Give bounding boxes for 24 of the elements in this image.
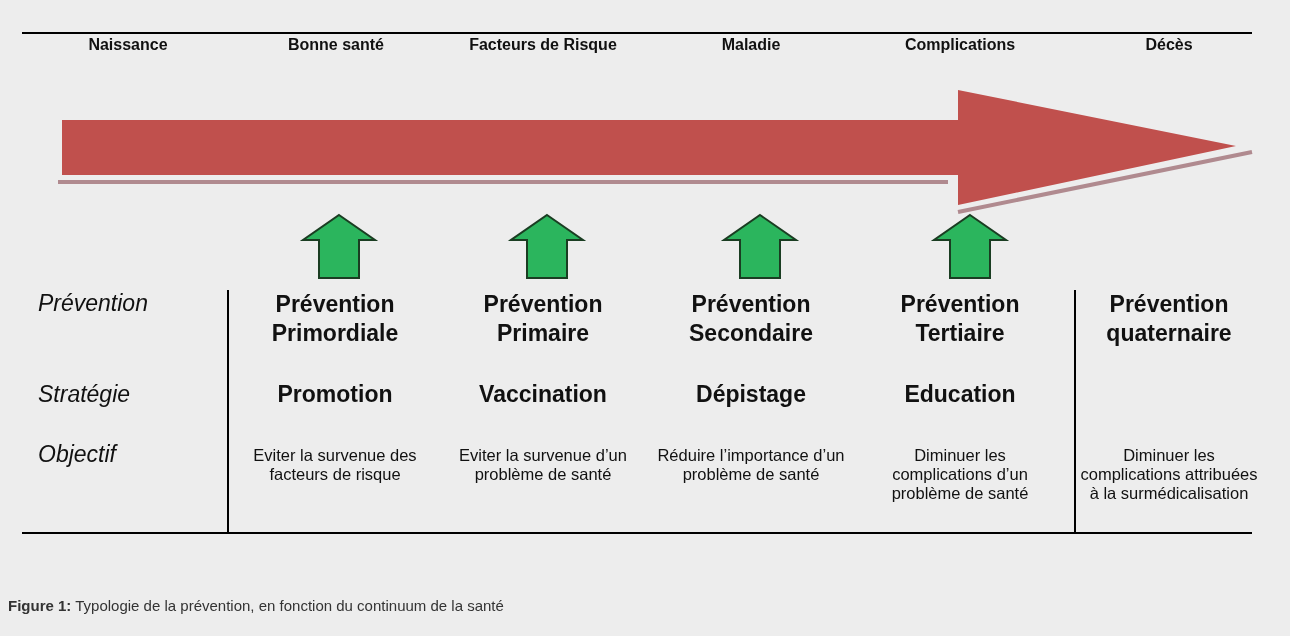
stage-label: Décès bbox=[1144, 35, 1194, 54]
stage-label: Facteurs de Risque bbox=[468, 35, 618, 54]
prevention-type: Prévention quaternaire bbox=[1105, 290, 1233, 348]
objective-text: Réduire l’importance d’un problème de santé bbox=[656, 446, 846, 484]
row-label: Objectif bbox=[38, 441, 119, 468]
objective-text: Diminuer les complications d’un problème de santé bbox=[890, 446, 1030, 503]
strategy-label: Dépistage bbox=[695, 381, 807, 408]
stage-label: Bonne santé bbox=[287, 35, 385, 54]
figure-caption: Figure 1: Typologie de la prévention, en fonction du continuum de la santé bbox=[8, 597, 504, 614]
prevention-type: Prévention Primaire bbox=[482, 290, 604, 348]
objective-text: Diminuer les complications attribuées à la surmédicalisation bbox=[1079, 446, 1259, 503]
stage-label: Complications bbox=[903, 35, 1017, 54]
prevention-type: Prévention Secondaire bbox=[688, 290, 814, 348]
objective-text: Eviter la survenue d’un problème de santé bbox=[458, 446, 628, 484]
prevention-type: Prévention Tertiaire bbox=[899, 290, 1021, 348]
strategy-label: Education bbox=[903, 381, 1017, 408]
stage-label: Naissance bbox=[87, 35, 169, 54]
strategy-label: Promotion bbox=[276, 381, 394, 408]
row-label: Stratégie bbox=[38, 381, 132, 408]
stage-label: Maladie bbox=[720, 35, 782, 54]
row-label: Prévention bbox=[38, 290, 149, 317]
strategy-label: Vaccination bbox=[478, 381, 608, 408]
objective-text: Eviter la survenue des facteurs de risque bbox=[252, 446, 418, 484]
prevention-type: Prévention Primordiale bbox=[270, 290, 400, 348]
